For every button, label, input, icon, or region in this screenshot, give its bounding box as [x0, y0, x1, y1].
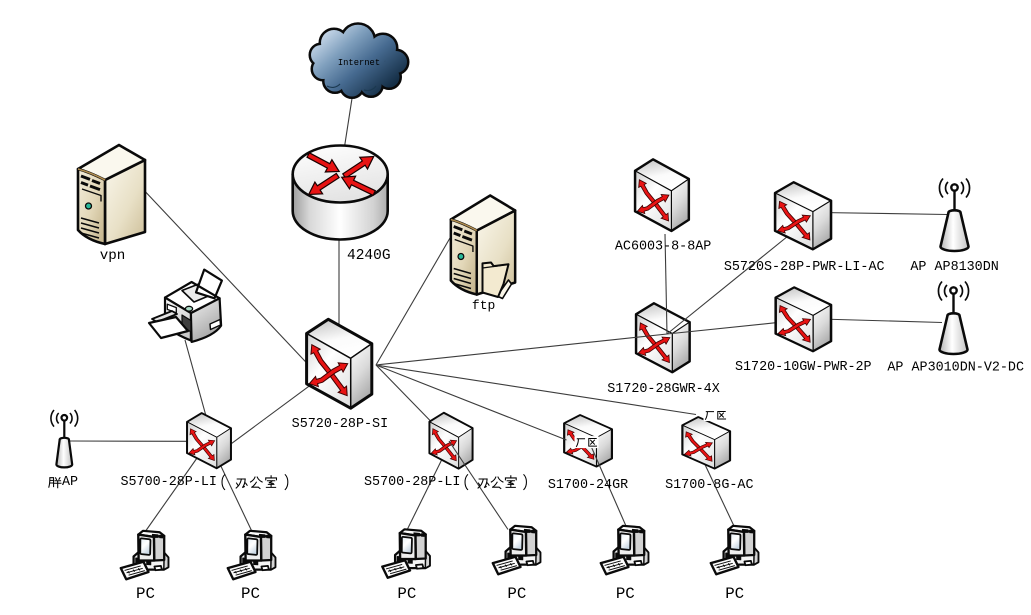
svg-text:PC: PC	[397, 585, 416, 603]
svg-text:S1720-28GWR-4X: S1720-28GWR-4X	[607, 382, 720, 397]
svg-text:S5720-28P-SI: S5720-28P-SI	[292, 417, 388, 432]
svg-text:S1700-8G-AC: S1700-8G-AC	[665, 478, 753, 493]
svg-text:4240G: 4240G	[347, 248, 391, 264]
svg-text:S5720S-28P-PWR-LI-AC: S5720S-28P-PWR-LI-AC	[724, 260, 885, 275]
svg-text:AP: AP	[62, 475, 78, 490]
svg-text:Internet: Internet	[338, 58, 380, 68]
svg-text:ftp: ftp	[472, 298, 495, 313]
svg-text:PC: PC	[136, 585, 155, 603]
svg-text:AP AP3010DN-V2-DC: AP AP3010DN-V2-DC	[887, 361, 1024, 376]
svg-text:S5700-28P-LI: S5700-28P-LI	[121, 475, 217, 490]
svg-text:vpn: vpn	[100, 248, 126, 264]
svg-text:S5700-28P-LI: S5700-28P-LI	[364, 475, 460, 490]
svg-text:PC: PC	[507, 585, 526, 603]
svg-text:PC: PC	[616, 585, 635, 603]
svg-text:AP AP8130DN: AP AP8130DN	[910, 260, 998, 275]
svg-text:PC: PC	[725, 585, 744, 603]
svg-text:S1700-24GR: S1700-24GR	[548, 478, 628, 493]
svg-text:S1720-10GW-PWR-2P: S1720-10GW-PWR-2P	[735, 360, 872, 375]
svg-text:AC6003-8-8AP: AC6003-8-8AP	[615, 240, 711, 255]
svg-text:PC: PC	[241, 585, 260, 603]
